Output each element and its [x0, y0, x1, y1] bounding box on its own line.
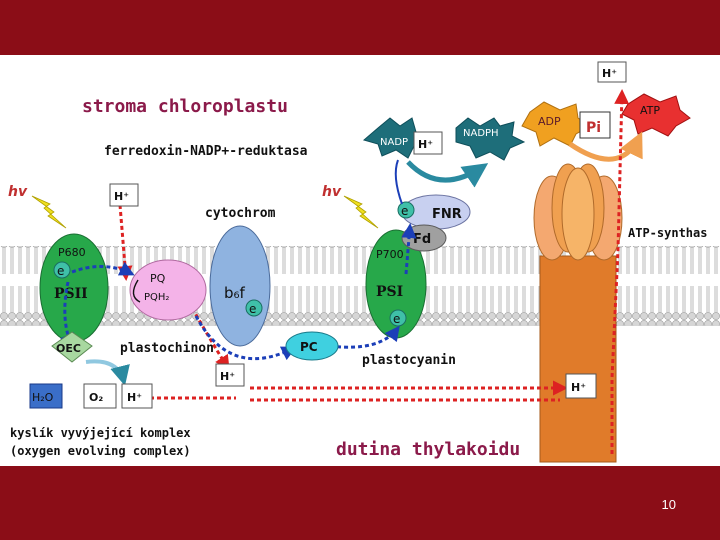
atp-synthase	[533, 163, 623, 463]
svg-text:NADP: NADP	[380, 137, 408, 148]
light-bolt-left: hv	[8, 184, 67, 229]
psi-electron: e	[389, 309, 407, 327]
svg-text:FNR: FNR	[432, 207, 462, 222]
pqh2-label: PQH₂	[144, 292, 169, 303]
p680-label: P680	[58, 246, 86, 259]
pi-box: Pi	[579, 111, 611, 139]
electron-path-fd-to-nadp	[394, 159, 403, 205]
svg-text:Fd: Fd	[413, 232, 431, 247]
svg-text:Pi: Pi	[586, 120, 601, 136]
water-box: H₂O	[29, 383, 63, 409]
svg-text:OEC: OEC	[56, 342, 81, 355]
photosynthesis-diagram: stroma chloroplastu ferredoxin-NADP+-red…	[0, 61, 720, 463]
svg-text:H⁺: H⁺	[571, 381, 586, 394]
water-split-arrow	[85, 359, 130, 386]
lumen-label: dutina thylakoidu	[336, 439, 520, 460]
psii-label: PSII	[54, 286, 88, 302]
cytochrom-label: cytochrom	[205, 206, 276, 221]
electron-path-pq-to-b6f	[194, 315, 297, 361]
proton-path-atp	[610, 89, 630, 454]
pq-cycle-arrow	[132, 279, 141, 303]
ferredoxin-reductase-label: ferredoxin-NADP+-reduktasa	[104, 144, 308, 159]
h-plus-stroma-left: H⁺	[109, 183, 139, 207]
pq-pool	[129, 259, 207, 321]
b6f-electron: e	[245, 299, 263, 317]
svg-text:O₂: O₂	[89, 391, 103, 404]
svg-text:PC: PC	[300, 340, 318, 354]
h-plus-nadp: H⁺	[413, 131, 443, 155]
atp-synthase-label: ATP-synthas	[628, 226, 707, 240]
svg-text:e: e	[57, 264, 64, 278]
svg-text:NADPH: NADPH	[463, 128, 499, 139]
atp-burst: ATP	[621, 93, 691, 137]
b6f-label: b₆f	[224, 284, 246, 302]
stroma-label: stroma chloroplastu	[82, 96, 288, 117]
electron-path-psii-to-pq	[71, 261, 135, 276]
svg-text:e: e	[393, 312, 400, 326]
h-plus-lumen-right: H⁺	[565, 373, 597, 399]
h-plus-stroma-top: H⁺	[597, 61, 627, 83]
svg-text:ATP: ATP	[640, 104, 660, 117]
svg-text:hv: hv	[8, 184, 28, 200]
psi-label: PSI	[376, 284, 403, 300]
proton-path-b6f	[117, 204, 133, 281]
svg-text:e: e	[401, 204, 408, 218]
pq-label: PQ	[150, 272, 166, 285]
p700-label: P700	[376, 248, 404, 261]
electron-path-pc-to-psi	[329, 325, 400, 349]
svg-text:H⁺: H⁺	[418, 138, 433, 151]
svg-text:H⁺: H⁺	[127, 391, 142, 404]
svg-text:e: e	[249, 302, 256, 316]
light-bolt-right: hv	[322, 184, 379, 229]
oec-caption-line1: kyslík vyvýjející komplex	[10, 426, 191, 440]
slide-number: 10	[661, 497, 676, 512]
svg-text:hv: hv	[322, 184, 342, 200]
adp-burst: ADP	[521, 101, 591, 147]
svg-text:H⁺: H⁺	[220, 370, 235, 383]
nadp-to-nadph-arrow	[406, 160, 489, 188]
electron-path-psi-to-fd	[401, 223, 417, 275]
plastocyanin-pc: PC	[285, 331, 339, 361]
plastocyanin-label: plastocyanin	[362, 353, 456, 368]
oxygen-box: O₂	[83, 383, 117, 409]
title-band	[0, 0, 720, 55]
footer-band	[0, 466, 720, 540]
oec-complex: OEC	[51, 331, 93, 363]
oec-caption-line2: (oxygen evolving complex)	[10, 444, 191, 458]
adp-to-atp-arrow	[568, 131, 643, 162]
svg-text:ADP: ADP	[538, 115, 561, 128]
fnr-electron: e	[397, 201, 415, 219]
svg-text:H⁺: H⁺	[114, 190, 129, 203]
plastochinon-label: plastochinon	[120, 341, 214, 356]
nadph-burst: NADPH	[455, 117, 526, 161]
svg-text:H₂O: H₂O	[32, 391, 54, 404]
psii-electron: e	[53, 261, 71, 279]
h-plus-lumen-middle: H⁺	[215, 363, 245, 387]
h-plus-oec: H⁺	[121, 383, 153, 409]
svg-text:H⁺: H⁺	[602, 67, 617, 80]
